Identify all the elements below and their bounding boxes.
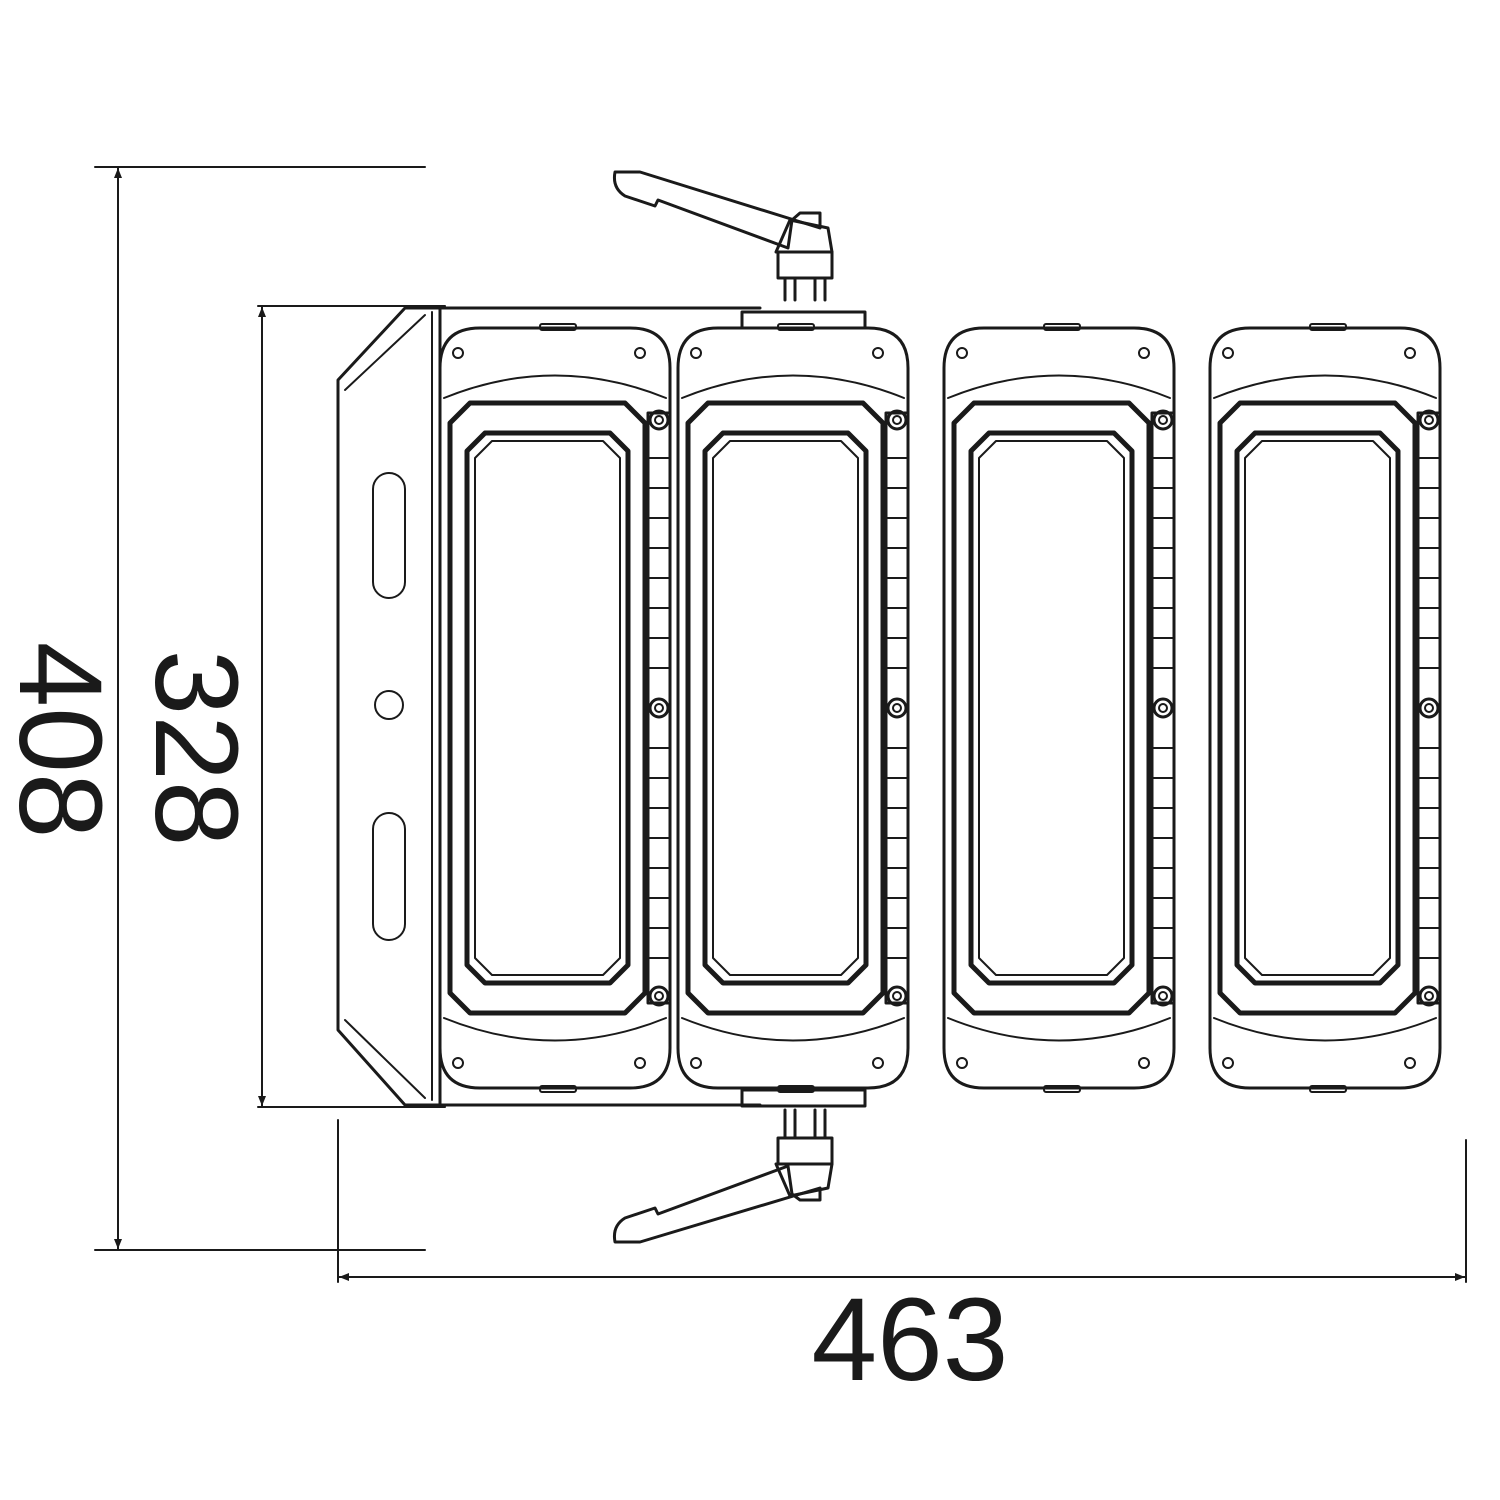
bracket-slot-top: [372, 472, 406, 599]
dimension-label-328: 328: [130, 650, 262, 847]
bracket-pivot-hole: [374, 690, 404, 720]
dimension-overall-width: [337, 1119, 1467, 1283]
dimension-label-463: 463: [812, 1274, 1009, 1406]
adjustment-lever-top: [613, 170, 867, 330]
dimension-label-408: 408: [0, 642, 126, 839]
led-module-3: [944, 324, 1174, 1092]
mounting-bracket: [336, 306, 762, 1107]
dimension-body-height: [257, 305, 446, 1108]
led-module-1: [440, 324, 670, 1092]
adjustment-lever-bottom: [613, 1088, 867, 1244]
bracket-slot-bottom: [372, 812, 406, 941]
dimension-overall-height: [94, 166, 426, 1251]
led-module-2: [678, 324, 908, 1092]
led-module-4: [1210, 324, 1440, 1092]
